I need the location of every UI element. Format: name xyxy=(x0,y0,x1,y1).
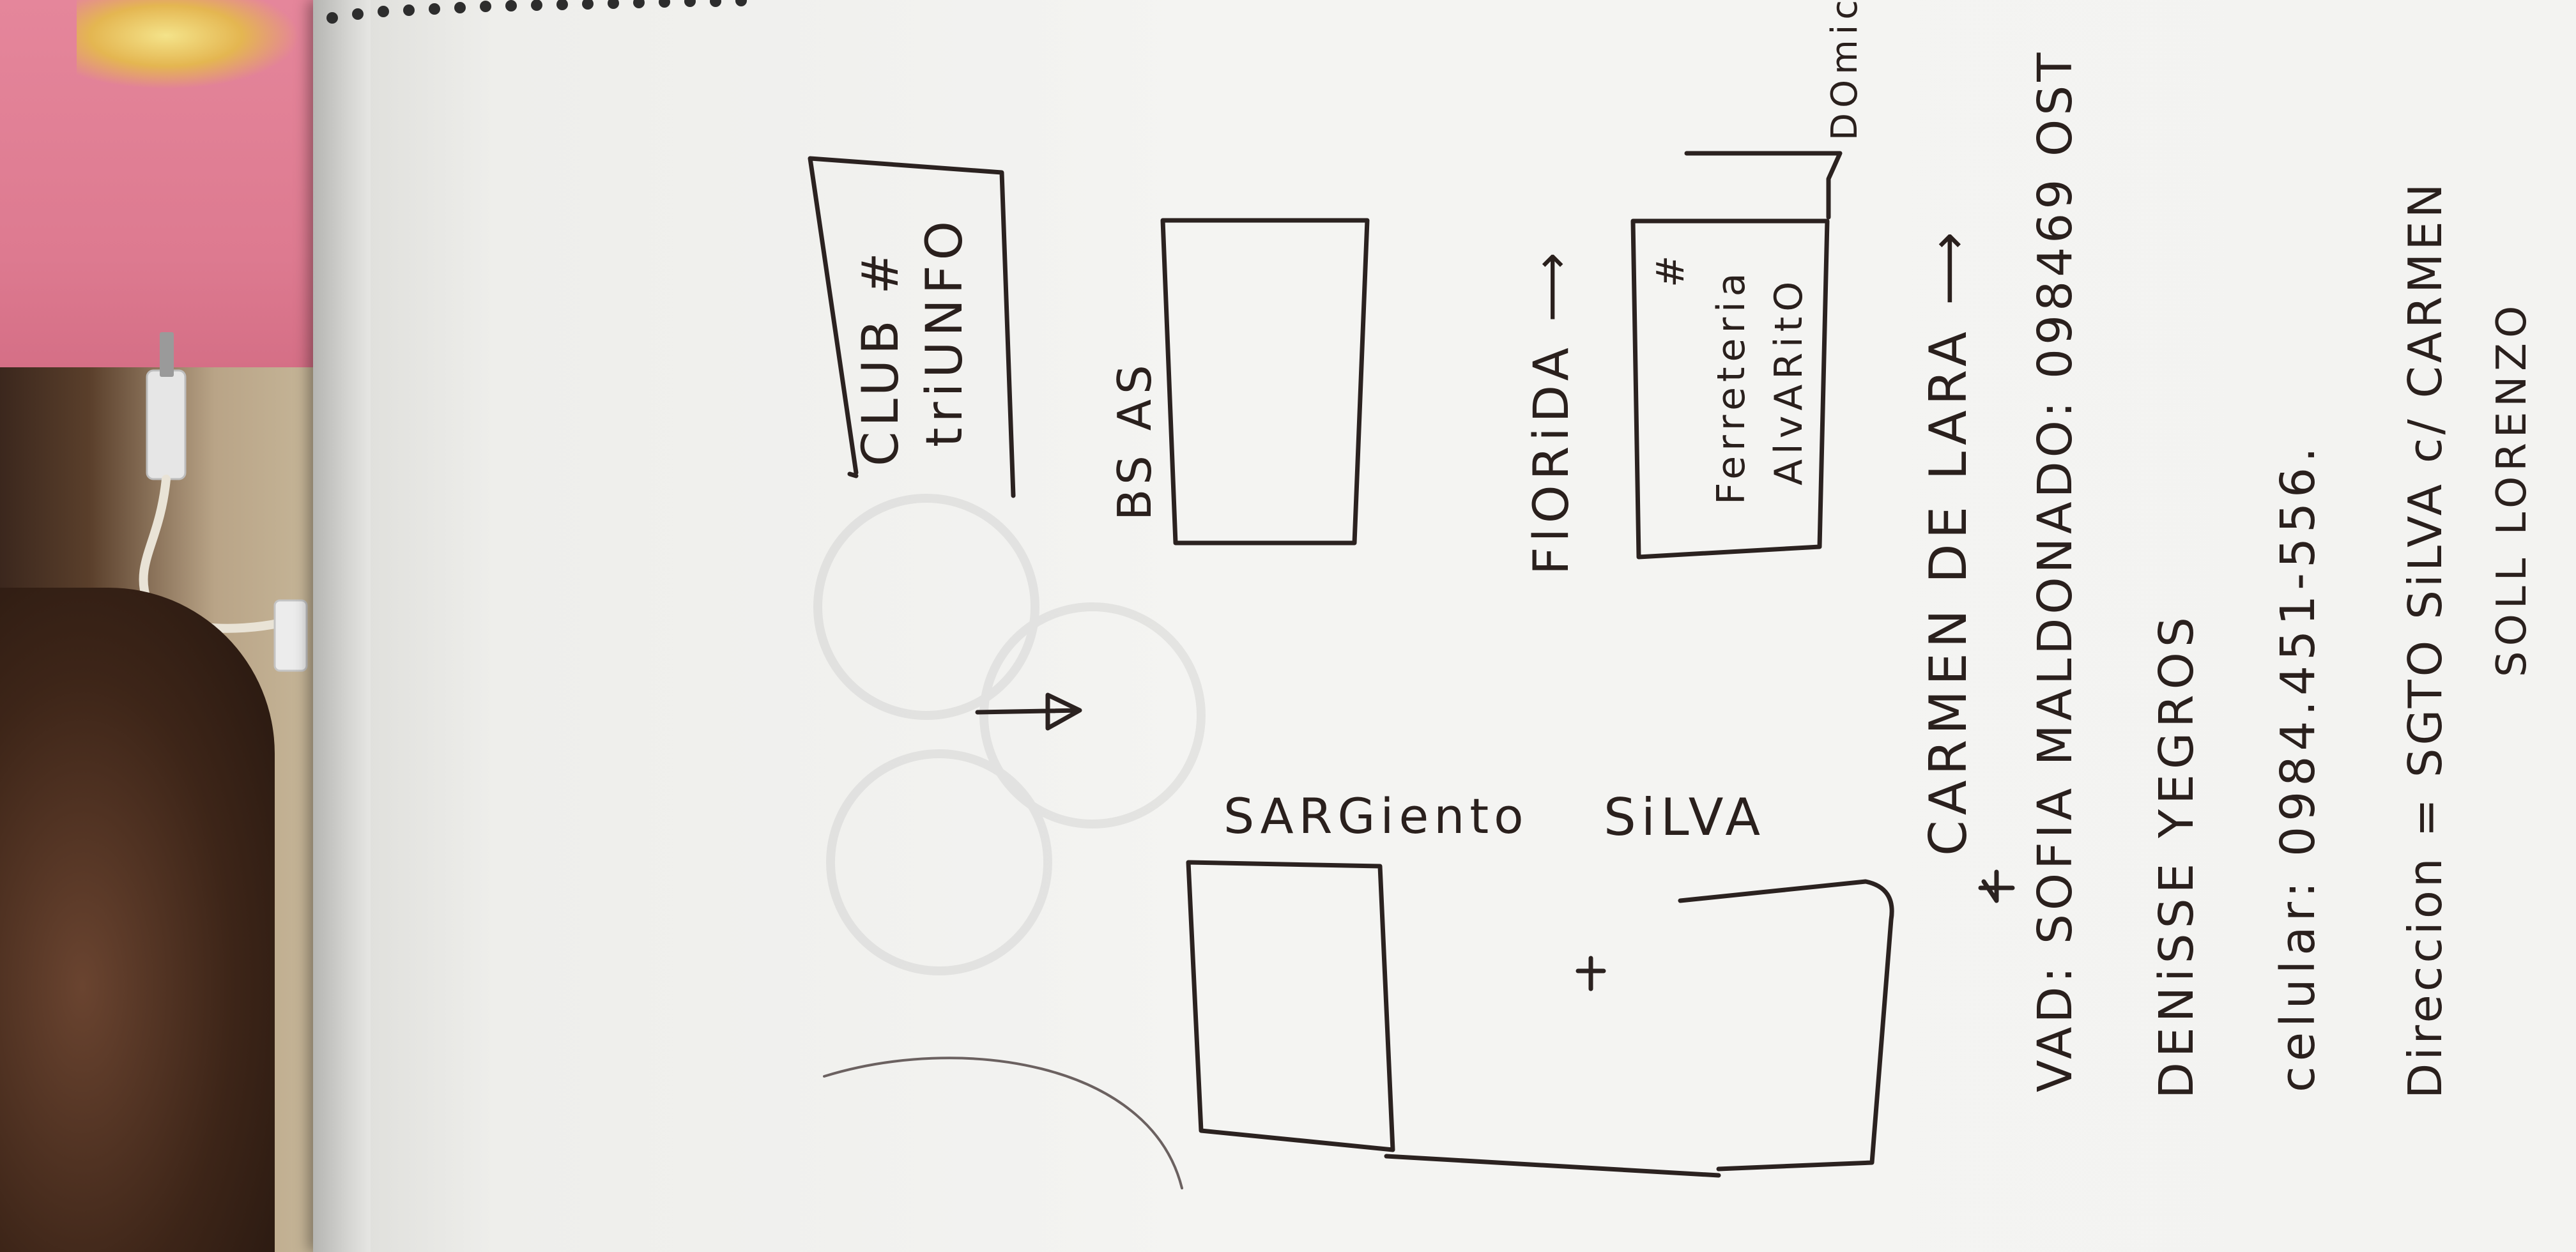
folder-illustration xyxy=(77,0,300,89)
street-line xyxy=(1384,1154,1721,1178)
celular-line: celular: 0984.451-556. xyxy=(2271,442,2326,1092)
hair-in-foreground xyxy=(0,588,275,1252)
club-box xyxy=(808,156,1016,498)
notebook-spine-edge xyxy=(313,0,371,1252)
usb-cable xyxy=(139,332,308,672)
ferreteria-number-mark: # xyxy=(1648,250,1693,287)
street-sargento: SARGiento xyxy=(1223,788,1529,844)
ferreteria-block xyxy=(1630,218,1830,560)
street-florida: FlORiDA ⟶ xyxy=(1522,247,1579,575)
direccion-line: Direccion = SGTO SiLVA c/ CARMEN xyxy=(2398,180,2452,1099)
bs-as-block xyxy=(1160,218,1370,546)
arrow-lower-left xyxy=(1575,956,1606,991)
denisse-name-line: DENiSSE YEGROS xyxy=(2149,612,2204,1099)
domicilio-label: DOmici xyxy=(1824,0,1866,141)
club-label-line1: CLUB # xyxy=(852,247,910,466)
ferreteria-label-line2: AlvARitO xyxy=(1767,276,1811,485)
notebook-spiral-binding xyxy=(326,0,747,24)
faint-reverse-page-marks xyxy=(813,494,1206,975)
carmen-de-lara-label: CARMEN DE LARA ⟶ xyxy=(1919,227,1978,856)
street-bs-as: BS AS xyxy=(1108,360,1162,521)
arrow-upper xyxy=(975,692,1082,731)
arrow-carmen xyxy=(1978,869,2015,903)
curve-line xyxy=(823,1057,1183,1189)
notebook-page xyxy=(313,0,2576,1252)
arrow-domicilio xyxy=(1684,151,1843,220)
lower-right-block xyxy=(1678,879,1894,1172)
club-label-line2: triUNFO xyxy=(916,215,974,447)
street-silva: SiLVA xyxy=(1604,788,1766,847)
vad-contact-line: VAD: SOFIA MALDONADO: 098469 OST xyxy=(2028,49,2083,1092)
solo-lorenzo-line: SOLL LORENZO xyxy=(2488,300,2536,677)
lower-left-block xyxy=(1186,860,1395,1152)
ferreteria-label-line1: Ferreteria xyxy=(1709,268,1754,505)
